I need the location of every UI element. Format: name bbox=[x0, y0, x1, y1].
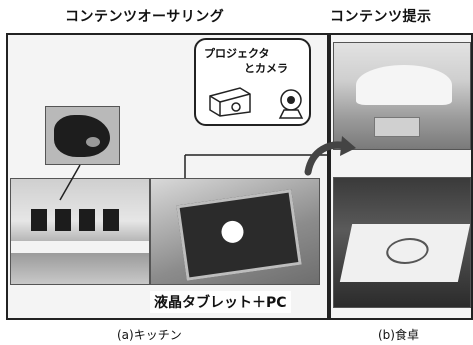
ceiling-projector-photo bbox=[333, 42, 471, 150]
cabinet-panel bbox=[31, 209, 47, 231]
dining-caption: (b)食卓 bbox=[378, 328, 419, 342]
ceiling-device bbox=[374, 117, 420, 137]
cabinet-panel bbox=[103, 209, 119, 231]
projector-icon bbox=[209, 87, 251, 117]
transfer-arrow-icon bbox=[304, 136, 356, 176]
device-label: 液晶タブレット＋PC bbox=[150, 291, 291, 313]
table-surface bbox=[339, 224, 470, 282]
projected-content bbox=[383, 238, 432, 264]
device-bubble: プロジェクタ とカメラ bbox=[194, 38, 311, 126]
lamp-shade bbox=[356, 65, 452, 105]
dining-table-photo bbox=[333, 177, 471, 308]
cabinet-panel bbox=[55, 209, 71, 231]
bubble-text-line1: プロジェクタ bbox=[204, 47, 270, 60]
kitchen-caption: (a)キッチン bbox=[117, 328, 182, 342]
kitchen-counter-photo bbox=[10, 178, 150, 285]
dish-shape bbox=[54, 115, 110, 157]
dish-inset-photo bbox=[45, 106, 120, 165]
tablet-screen-mark bbox=[220, 219, 245, 245]
tablet-closeup-photo bbox=[150, 178, 320, 285]
bubble-text-line2: とカメラ bbox=[244, 62, 288, 75]
dish-highlight bbox=[86, 137, 100, 147]
cabinet-panel bbox=[79, 209, 95, 231]
counter-top bbox=[11, 241, 149, 253]
presentation-heading: コンテンツ提示 bbox=[330, 9, 432, 25]
authoring-heading: コンテンツオーサリング bbox=[65, 9, 225, 25]
camera-icon bbox=[278, 89, 304, 119]
tablet-device bbox=[176, 189, 302, 281]
